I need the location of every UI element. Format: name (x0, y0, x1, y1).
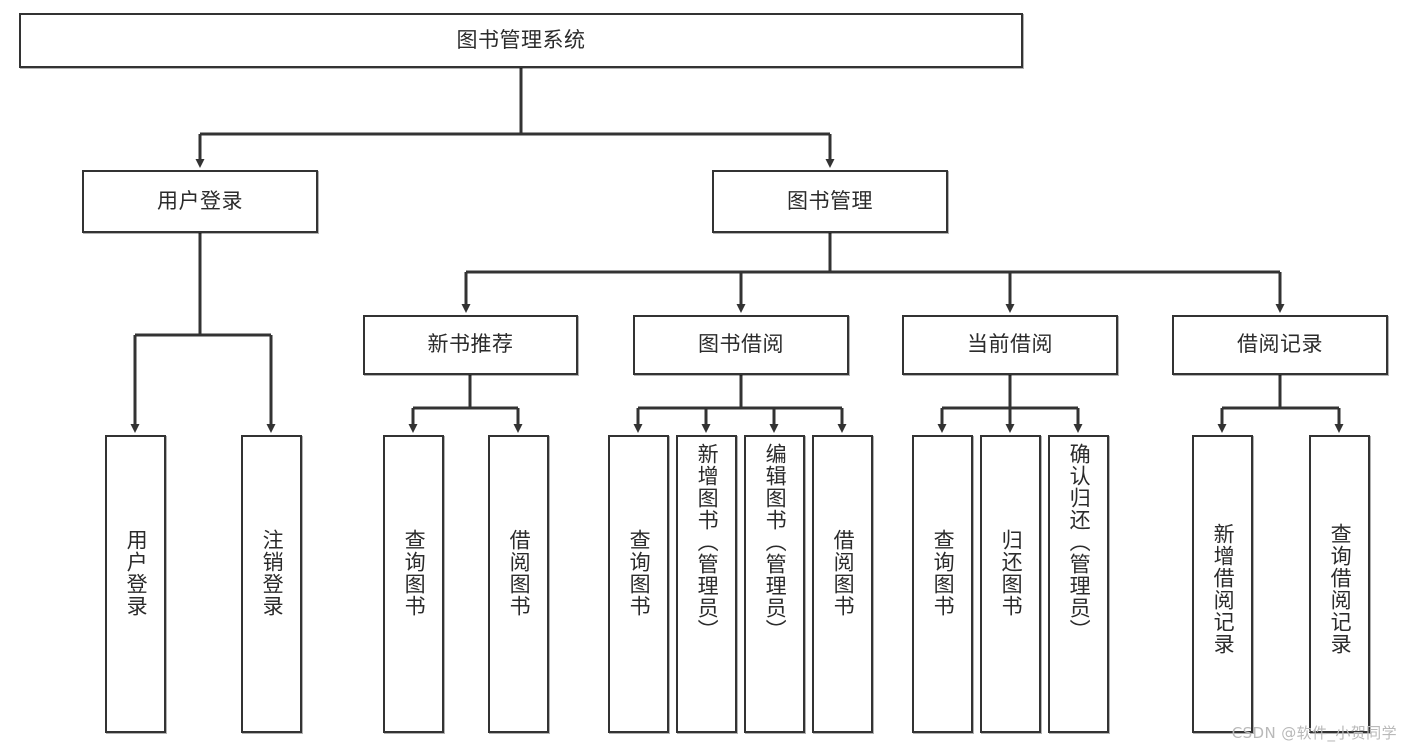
node-book-management-label: 图书管理 (787, 188, 873, 213)
node-new-book-recommend[interactable]: 新书推荐 (363, 315, 578, 375)
node-new-book-recommend-label: 新书推荐 (427, 332, 514, 357)
leaf-borrow-add-book[interactable]: 新增图书（管理员） (676, 435, 737, 733)
leaf-new-book-query[interactable]: 查询图书 (383, 435, 444, 733)
leaf-borrow-borrow-book[interactable]: 借阅图书 (812, 435, 873, 733)
node-current-borrow[interactable]: 当前借阅 (902, 315, 1118, 375)
leaf-record-add-label: 新增借阅记录 (1211, 523, 1236, 655)
leaf-borrow-query-book-label: 查询图书 (627, 529, 652, 617)
node-current-borrow-label: 当前借阅 (967, 332, 1053, 357)
node-user-login[interactable]: 用户登录 (82, 170, 318, 233)
leaf-record-query-label: 查询借阅记录 (1328, 523, 1353, 655)
leaf-user-login-login-label: 用户登录 (124, 529, 149, 617)
watermark-text: CSDN @软件_小贺同学 (1231, 724, 1397, 742)
leaf-current-query-book[interactable]: 查询图书 (912, 435, 973, 733)
leaf-borrow-edit-book[interactable]: 编辑图书（管理员） (744, 435, 805, 733)
leaf-user-login-logout-label: 注销登录 (260, 529, 285, 617)
leaf-new-book-borrow-label: 借阅图书 (507, 529, 532, 617)
leaf-record-query[interactable]: 查询借阅记录 (1309, 435, 1370, 733)
leaf-record-add[interactable]: 新增借阅记录 (1192, 435, 1253, 733)
node-book-borrow-label: 图书借阅 (698, 332, 784, 357)
leaf-borrow-edit-book-label: 编辑图书（管理员） (763, 443, 788, 641)
leaf-current-query-book-label: 查询图书 (931, 529, 956, 617)
node-root-label: 图书管理系统 (456, 27, 586, 52)
node-borrow-record[interactable]: 借阅记录 (1172, 315, 1388, 375)
node-root[interactable]: 图书管理系统 (19, 13, 1023, 68)
leaf-current-confirm-return-label: 确认归还（管理员） (1067, 443, 1092, 641)
leaf-user-login-login[interactable]: 用户登录 (105, 435, 166, 733)
leaf-borrow-query-book[interactable]: 查询图书 (608, 435, 669, 733)
leaf-user-login-logout[interactable]: 注销登录 (241, 435, 302, 733)
leaf-current-return-book[interactable]: 归还图书 (980, 435, 1041, 733)
leaf-borrow-add-book-label: 新增图书（管理员） (695, 443, 720, 641)
node-borrow-record-label: 借阅记录 (1237, 332, 1323, 357)
node-book-management[interactable]: 图书管理 (712, 170, 948, 233)
leaf-current-return-book-label: 归还图书 (999, 529, 1024, 617)
node-user-login-label: 用户登录 (157, 188, 243, 213)
leaf-new-book-borrow[interactable]: 借阅图书 (488, 435, 549, 733)
leaf-borrow-borrow-book-label: 借阅图书 (831, 529, 856, 617)
leaf-new-book-query-label: 查询图书 (402, 529, 427, 617)
leaf-current-confirm-return[interactable]: 确认归还（管理员） (1048, 435, 1109, 733)
node-book-borrow[interactable]: 图书借阅 (633, 315, 849, 375)
